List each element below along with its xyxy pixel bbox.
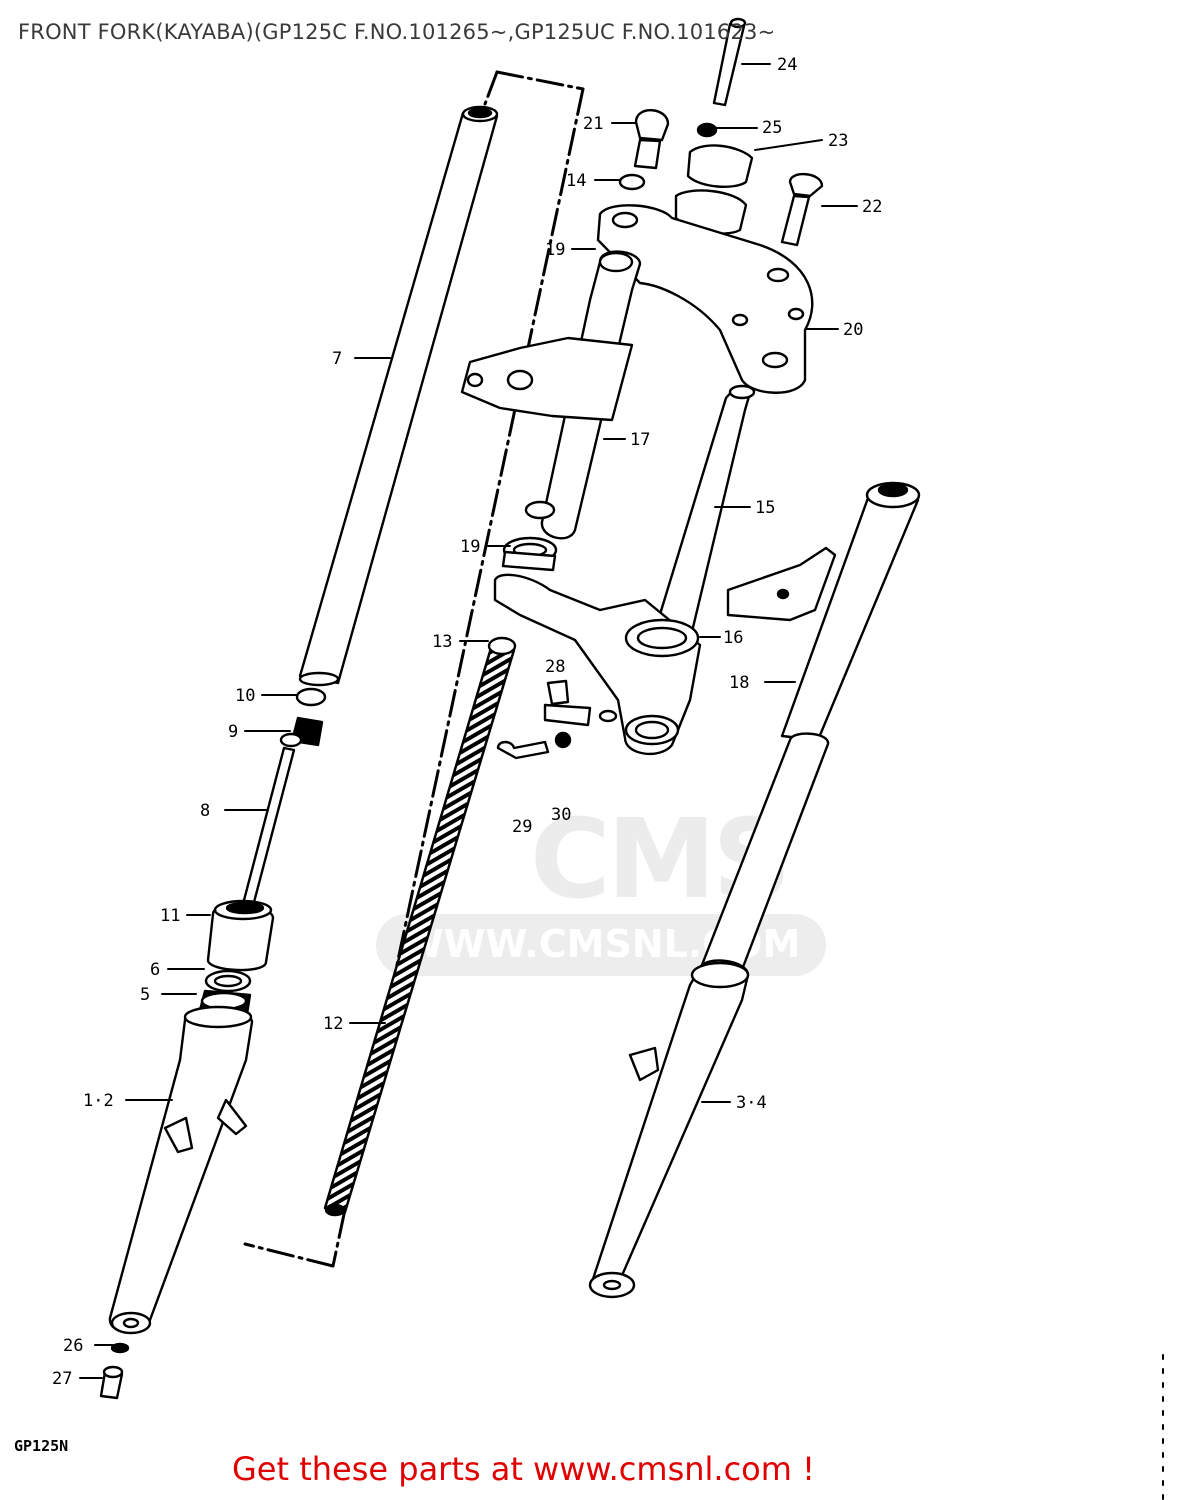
callout-9: 9 — [228, 722, 238, 742]
outer-tube-left — [108, 1005, 254, 1335]
callout-12: 12 — [323, 1014, 343, 1034]
callout-19-lower: 19 — [460, 537, 480, 557]
callout-18: 18 — [729, 673, 749, 693]
callout-14: 14 — [566, 171, 586, 191]
callout-3-4: 3·4 — [736, 1093, 767, 1113]
callout-20: 20 — [843, 320, 863, 340]
callout-19-upper: 19 — [545, 240, 565, 260]
steering-stem — [460, 250, 642, 540]
fork-spring — [323, 636, 517, 1217]
callout-10: 10 — [235, 686, 255, 706]
callout-22: 22 — [862, 197, 882, 217]
callout-27: 27 — [52, 1369, 72, 1389]
fork-tube — [298, 105, 499, 687]
callout-11: 11 — [160, 906, 180, 926]
callout-29: 29 — [512, 817, 532, 837]
handlebar-clamp — [618, 17, 824, 247]
callout-6: 6 — [150, 960, 160, 980]
steering-bearing — [501, 536, 558, 572]
steering-lock-hardware — [496, 679, 592, 760]
fork-leg-right — [588, 481, 921, 1299]
callout-16: 16 — [723, 628, 743, 648]
callout-15: 15 — [755, 498, 775, 518]
callout-13: 13 — [432, 632, 452, 652]
lower-bracket — [493, 573, 702, 756]
callout-7: 7 — [332, 349, 342, 369]
callout-8: 8 — [200, 801, 210, 821]
callout-24: 24 — [777, 55, 797, 75]
damper-rod — [241, 687, 327, 908]
callout-5: 5 — [140, 985, 150, 1005]
page-title: FRONT FORK(KAYABA)(GP125C F.NO.101265~,G… — [18, 20, 776, 44]
callout-26: 26 — [63, 1336, 83, 1356]
footer-link[interactable]: Get these parts at www.cmsnl.com ! — [232, 1450, 815, 1488]
leader-lines — [79, 63, 858, 1379]
drain-bolt — [99, 1342, 130, 1400]
model-code: GP125N — [14, 1437, 69, 1455]
callout-28: 28 — [545, 657, 565, 677]
callout-1-2: 1·2 — [83, 1091, 114, 1111]
callout-25: 25 — [762, 118, 782, 138]
callout-labels: 24 21 25 23 14 22 19 20 7 17 15 19 13 16… — [52, 55, 882, 1389]
callout-17: 17 — [630, 430, 650, 450]
callout-30: 30 — [551, 805, 571, 825]
assembly-frame — [243, 70, 585, 1268]
callout-21: 21 — [583, 114, 603, 134]
oil-lock-piece — [206, 899, 275, 972]
callout-23: 23 — [828, 131, 848, 151]
upper-bracket — [596, 204, 814, 394]
